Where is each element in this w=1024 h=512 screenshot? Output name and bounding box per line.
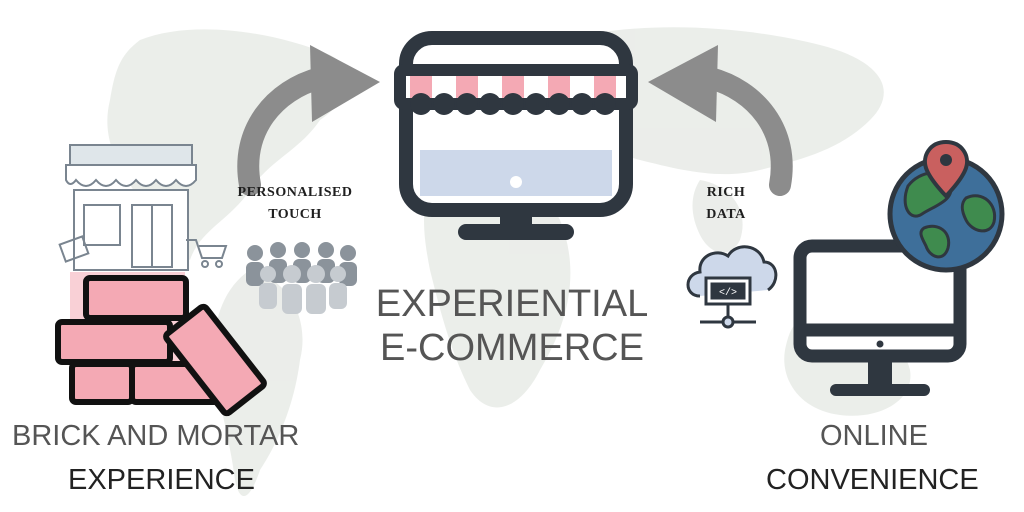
- center-title-line2: E-COMMERCE: [380, 327, 644, 369]
- online-line1: ONLINE: [820, 420, 928, 452]
- personalised-touch-caption: PERSONALISED TOUCH: [210, 182, 380, 226]
- rich-data-caption: RICH DATA: [686, 182, 766, 226]
- svg-text:</>: </>: [719, 287, 737, 299]
- rich-caption-line1: RICH: [706, 185, 746, 200]
- brick-mortar-line1: BRICK AND MORTAR: [12, 420, 300, 452]
- personalised-caption-line2: TOUCH: [268, 207, 322, 222]
- center-title-line1: EXPERIENTIAL: [375, 283, 649, 325]
- rich-caption-line2: DATA: [706, 207, 746, 222]
- center-title: EXPERIENTIAL E-COMMERCE: [362, 282, 662, 370]
- brick-mortar-line2: EXPERIENCE: [68, 464, 255, 496]
- personalised-caption-line1: PERSONALISED: [237, 185, 353, 200]
- online-line2: CONVENIENCE: [766, 464, 979, 496]
